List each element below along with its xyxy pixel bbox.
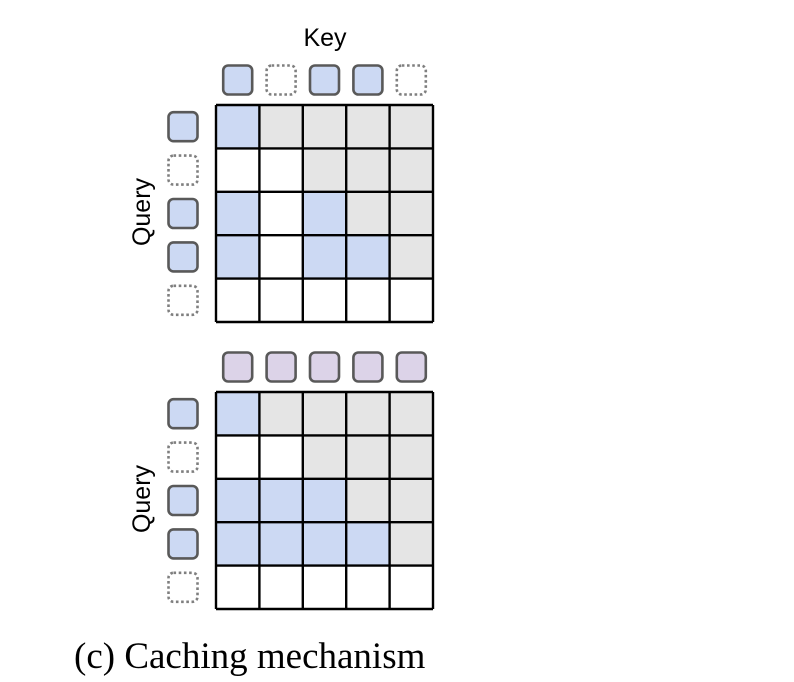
top-key-token-blue	[352, 64, 384, 96]
top-query-token-empty	[167, 154, 199, 186]
bottom-query-token-blue	[167, 484, 199, 517]
top-query-token-blue	[167, 197, 199, 230]
bottom-key-token-purple	[221, 351, 254, 383]
top-query-token-blue	[167, 110, 199, 143]
matrix-cell-masked	[389, 522, 433, 566]
matrix-cell-empty	[216, 435, 260, 479]
matrix-cell-masked	[302, 435, 347, 479]
matrix-cell-masked	[346, 148, 390, 192]
bottom-query-token-empty	[167, 571, 199, 604]
matrix-cell-empty	[259, 191, 303, 236]
bottom-query-token-blue	[167, 528, 199, 560]
matrix-cell-masked	[389, 105, 433, 149]
top-key-token-blue	[308, 64, 341, 96]
matrix-cell-attend	[216, 191, 260, 236]
bottom-attention-panel: Query	[128, 351, 435, 611]
matrix-cell-empty	[259, 278, 303, 322]
matrix-cell-masked	[346, 478, 390, 523]
bottom-attention-matrix	[214, 390, 435, 611]
matrix-cell-empty	[259, 148, 303, 192]
matrix-cell-masked	[389, 191, 433, 236]
matrix-cell-masked	[259, 392, 303, 436]
matrix-cell-masked	[389, 435, 433, 479]
matrix-cell-attend	[302, 191, 347, 236]
bottom-query-token-blue	[167, 397, 199, 430]
matrix-cell-masked	[302, 105, 347, 149]
bottom-query-token-empty	[167, 441, 199, 473]
matrix-cell-masked	[389, 478, 433, 523]
matrix-cell-attend	[216, 235, 260, 279]
matrix-cell-masked	[259, 105, 303, 149]
top-key-token-empty	[265, 64, 297, 96]
matrix-cell-empty	[302, 278, 347, 322]
matrix-cell-masked	[346, 392, 390, 436]
matrix-cell-empty	[302, 565, 347, 609]
top-attention-matrix	[214, 103, 435, 324]
matrix-cell-empty	[216, 278, 260, 322]
matrix-cell-attend	[346, 522, 390, 566]
bottom-query-axis-label: Query	[128, 464, 156, 533]
matrix-cell-attend	[216, 522, 260, 566]
matrix-cell-attend	[346, 235, 390, 279]
matrix-cell-masked	[302, 148, 347, 192]
top-key-token-empty	[395, 64, 428, 96]
matrix-cell-empty	[259, 435, 303, 479]
bottom-key-token-purple	[308, 351, 341, 383]
matrix-cell-masked	[302, 392, 347, 436]
bottom-key-token-purple	[352, 351, 384, 383]
matrix-cell-masked	[389, 148, 433, 192]
bottom-key-token-row	[221, 351, 428, 383]
matrix-cell-attend	[302, 522, 347, 566]
matrix-cell-masked	[346, 105, 390, 149]
matrix-cell-masked	[346, 191, 390, 236]
matrix-cell-masked	[389, 392, 433, 436]
matrix-cell-empty	[389, 565, 433, 609]
matrix-cell-empty	[216, 565, 260, 609]
bottom-key-token-purple	[265, 351, 297, 383]
matrix-cell-empty	[216, 148, 260, 192]
matrix-cell-attend	[259, 522, 303, 566]
matrix-cell-empty	[346, 565, 390, 609]
bottom-query-token-column	[167, 397, 199, 604]
matrix-cell-masked	[389, 235, 433, 279]
matrix-cell-empty	[259, 565, 303, 609]
top-attention-panel: Query	[128, 64, 435, 324]
top-query-axis-label: Query	[128, 177, 156, 246]
matrix-cell-empty	[346, 278, 390, 322]
matrix-cell-attend	[216, 392, 260, 436]
matrix-cell-attend	[216, 478, 260, 523]
top-query-token-empty	[167, 284, 199, 317]
matrix-cell-empty	[389, 278, 433, 322]
top-query-token-column	[167, 110, 199, 317]
top-query-token-blue	[167, 241, 199, 273]
matrix-cell-attend	[302, 478, 347, 523]
key-axis-label: Key	[303, 24, 347, 52]
matrix-cell-empty	[259, 235, 303, 279]
top-key-token-blue	[221, 64, 254, 96]
figure-caption: (c) Caching mechanism	[74, 636, 426, 677]
bottom-key-token-purple	[395, 351, 428, 383]
top-key-token-row	[221, 64, 428, 96]
matrix-cell-attend	[216, 105, 260, 149]
matrix-cell-attend	[302, 235, 347, 279]
matrix-cell-attend	[259, 478, 303, 523]
matrix-cell-masked	[346, 435, 390, 479]
